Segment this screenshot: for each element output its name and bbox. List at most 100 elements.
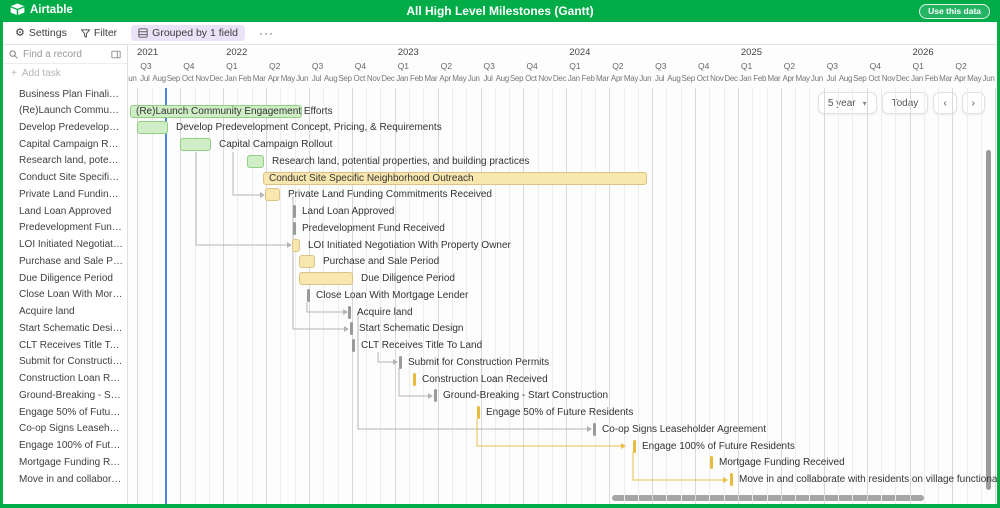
gantt-milestone[interactable]	[730, 473, 733, 487]
filter-button[interactable]: Filter	[80, 27, 117, 39]
airtable-brand[interactable]: Airtable	[10, 3, 73, 16]
sidebar-task[interactable]: Engage 50% of Future Residents	[19, 406, 123, 418]
use-this-data-button[interactable]: Use this data	[919, 3, 990, 19]
grid-month-line	[966, 88, 968, 504]
sidebar-task[interactable]: Due Diligence Period	[19, 272, 113, 284]
gantt-milestone[interactable]	[434, 389, 437, 403]
sidebar-task[interactable]: LOI Initiated Negotiation With Property …	[19, 239, 123, 251]
quarter-label: Q4	[869, 61, 881, 71]
gantt-milestone[interactable]	[293, 221, 296, 235]
grid-month-line	[923, 88, 925, 504]
month-tick-label: Jun	[982, 74, 995, 83]
sidebar-task[interactable]: Acquire land	[19, 306, 75, 318]
sidebar-task[interactable]: Mortgage Funding Received	[19, 456, 123, 468]
grid-month-line	[737, 88, 739, 504]
month-tick-label: Nov	[195, 74, 209, 83]
find-record-search[interactable]: Find a record	[3, 45, 127, 64]
grid-month-line	[580, 88, 582, 504]
gantt-milestone[interactable]	[350, 322, 353, 336]
grid-month-line	[566, 88, 568, 504]
gantt-bar-label: Develop Predevelopment Concept, Pricing,…	[176, 122, 442, 134]
sidebar-task[interactable]: Close Loan With Mortgage Lender	[19, 289, 123, 301]
grid-month-line	[509, 88, 511, 504]
month-tick-label: May	[623, 74, 639, 83]
gantt-milestone[interactable]	[399, 355, 402, 369]
gantt-bar[interactable]	[137, 121, 168, 135]
gantt-milestone[interactable]	[348, 305, 351, 319]
sidebar-task[interactable]: CLT Receives Title To Land	[19, 339, 123, 351]
month-tick-label: Dec	[209, 74, 224, 83]
today-button[interactable]: Today	[881, 92, 929, 114]
gantt-chart-area: 5 year ▾ Today ‹ › JunJulQ3AugSepOctQ4No…	[128, 45, 997, 504]
sidebar-task[interactable]: Construction Loan Received	[19, 373, 123, 385]
month-tick-label: Jan	[911, 74, 923, 83]
grouped-label: Grouped by 1 field	[152, 27, 238, 39]
gantt-bar[interactable]	[292, 238, 300, 252]
gantt-milestone[interactable]	[413, 372, 416, 386]
gantt-bar-label: Engage 50% of Future Residents	[486, 407, 634, 419]
more-options-button[interactable]: ···	[259, 26, 274, 40]
month-tick-label: Aug	[152, 74, 166, 83]
month-tick-label: Jan	[567, 74, 580, 83]
settings-button[interactable]: ⚙ Settings	[15, 27, 67, 39]
gantt-bar-label: Land Loan Approved	[302, 206, 395, 218]
add-task-button[interactable]: + Add task	[3, 64, 127, 83]
zoom-level-dropdown[interactable]: 5 year ▾	[817, 92, 877, 114]
month-tick-label: Jun	[810, 74, 823, 83]
month-tick-label: Aug	[667, 74, 681, 83]
sidebar-task[interactable]: (Re)Launch Community Engagement Efforts	[19, 105, 123, 117]
sidebar-task[interactable]: Move in and collaborate with residents o…	[19, 473, 123, 485]
grid-month-line	[237, 88, 239, 504]
gantt-bar-label: Start Schematic Design	[359, 323, 464, 335]
grid-month-line	[852, 88, 854, 504]
sidebar-task[interactable]: Land Loan Approved	[19, 205, 112, 217]
sidebar-task[interactable]: Private Land Funding Commitments Receive…	[19, 188, 123, 200]
sidebar-task[interactable]: Business Plan Finalized	[19, 88, 123, 100]
gantt-bar[interactable]	[180, 138, 211, 152]
gantt-milestone[interactable]	[477, 406, 480, 420]
month-tick-label: Nov	[710, 74, 724, 83]
sidebar-task[interactable]: Co-op Signs Leaseholder Agreement	[19, 423, 123, 435]
quarter-label: Q1	[397, 61, 410, 71]
quarter-label: Q1	[226, 61, 238, 71]
gantt-milestone[interactable]	[593, 422, 596, 436]
sidebar-task[interactable]: Conduct Site Specific Neighborhood Outre…	[19, 172, 123, 184]
gantt-bar[interactable]	[299, 272, 353, 286]
collapse-panel-icon[interactable]	[111, 50, 121, 59]
gantt-milestone[interactable]	[710, 456, 713, 470]
gantt-milestone[interactable]	[352, 339, 355, 353]
gantt-bar[interactable]	[247, 154, 264, 168]
sidebar-task[interactable]: Submit for Construction Permits	[19, 356, 123, 368]
sidebar-task[interactable]: Develop Predevelopment Concept, Pricing,…	[19, 121, 123, 133]
horizontal-scrollbar[interactable]	[612, 495, 924, 501]
sidebar-task[interactable]: Predevelopment Fund Received	[19, 222, 123, 234]
year-label: 2023	[397, 47, 419, 58]
sidebar-task[interactable]: Engage 100% of Future Residents	[19, 440, 123, 452]
sidebar-task[interactable]: Start Schematic Design	[19, 322, 123, 334]
sidebar-task[interactable]: Capital Campaign Rollout	[19, 138, 123, 150]
gantt-milestone[interactable]	[307, 288, 310, 302]
gantt-bar[interactable]	[299, 255, 315, 269]
grid-month-line	[137, 88, 139, 504]
year-label: 2021	[137, 47, 159, 58]
gantt-milestone[interactable]	[633, 439, 636, 453]
quarter-label: Q2	[955, 61, 967, 71]
gantt-bar[interactable]	[263, 171, 647, 185]
vertical-scrollbar[interactable]	[986, 150, 991, 490]
quarter-label: Q2	[269, 61, 281, 71]
brand-label: Airtable	[30, 3, 73, 16]
sidebar-task[interactable]: Ground-Breaking - Start Construction	[19, 389, 123, 401]
month-tick-label: Jun	[639, 74, 652, 83]
prev-button[interactable]: ‹	[933, 92, 957, 114]
gantt-bar[interactable]	[265, 188, 280, 202]
year-label: 2025	[740, 47, 763, 58]
ellipsis-icon: ···	[258, 26, 274, 40]
sidebar-task[interactable]: Purchase and Sale Period	[19, 255, 123, 267]
sidebar-task[interactable]: Research land, potential properties, and…	[19, 155, 123, 167]
quarter-label: Q3	[826, 61, 839, 71]
gantt-milestone[interactable]	[293, 205, 296, 219]
month-tick-label: Sep	[509, 74, 524, 83]
gantt-bar[interactable]	[130, 104, 302, 118]
group-button[interactable]: Grouped by 1 field	[131, 25, 245, 41]
search-input[interactable]: Find a record	[23, 48, 82, 60]
